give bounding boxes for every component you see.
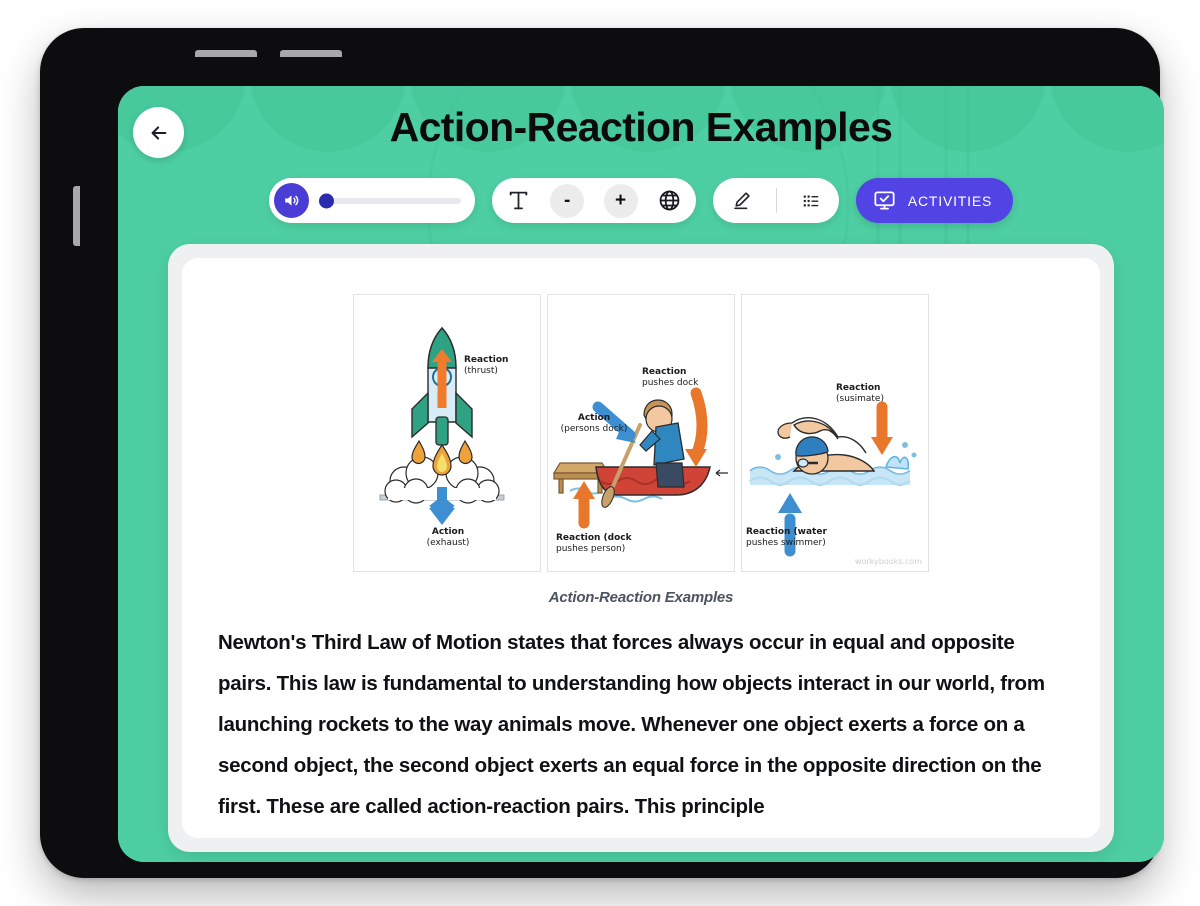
app-header: Action-Reaction Examples [118, 86, 1164, 246]
monitor-check-icon [874, 191, 895, 210]
list-view-icon [803, 195, 818, 206]
back-button[interactable] [133, 107, 184, 158]
decrease-text-size-button[interactable]: - [550, 183, 585, 218]
text-format-icon [509, 191, 528, 210]
figure-label: Action(exhaust) [426, 527, 470, 548]
reader-toolbar: - + [118, 178, 1164, 223]
lesson-body-paragraph: Newton's Third Law of Motion states that… [218, 631, 1045, 818]
arrow-left-icon [151, 125, 166, 140]
activities-label: ACTIVITIES [907, 192, 993, 209]
globe-icon [659, 190, 680, 211]
figure-panels: Reaction(thrust) Action(exhaust) [218, 294, 1064, 572]
increase-text-size-button[interactable]: + [603, 183, 638, 218]
content-card-inner: Reaction(thrust) Action(exhaust) [182, 258, 1100, 838]
language-button[interactable] [657, 188, 682, 213]
audio-control-group [268, 178, 475, 223]
figure-block: Reaction(thrust) Action(exhaust) [218, 294, 1064, 606]
content-card-outer: Reaction(thrust) Action(exhaust) [168, 244, 1114, 852]
swimmer-in-water-illustration-icon [749, 401, 917, 557]
page-title: Action-Reaction Examples [389, 104, 893, 150]
tools-divider [775, 188, 777, 213]
pen-edit-icon [734, 192, 750, 210]
text-size-control-group: - + [491, 178, 696, 223]
volume-slider[interactable] [318, 193, 461, 208]
hardware-volume-up-button[interactable] [195, 50, 257, 57]
activities-button[interactable]: ACTIVITIES [855, 178, 1014, 223]
figure-panel-rocket: Reaction(thrust) Action(exhaust) [353, 294, 541, 572]
list-view-button[interactable] [800, 190, 822, 212]
speaker-volume-icon [285, 195, 299, 206]
hardware-power-button[interactable] [73, 186, 80, 246]
pen-tool-button[interactable] [730, 189, 753, 212]
figure-label: Reaction(susimate) [836, 383, 884, 404]
tools-control-group [712, 178, 839, 223]
person-rowing-boat-illustration-icon [552, 387, 728, 529]
figure-caption: Action-Reaction Examples [548, 589, 734, 606]
tablet-frame: Action-Reaction Examples [40, 28, 1164, 878]
rocket-launch-illustration-icon [379, 326, 505, 525]
figure-watermark: workybooks.com [854, 557, 922, 566]
figure-label: Action(persons dock) [560, 413, 628, 434]
tablet-screen: Action-Reaction Examples [118, 86, 1164, 862]
hardware-volume-down-button[interactable] [280, 50, 342, 57]
speaker-play-button[interactable] [273, 183, 309, 218]
text-format-button[interactable] [506, 188, 531, 213]
figure-label: Reaction(thrust) [464, 355, 509, 376]
volume-slider-thumb[interactable] [318, 193, 334, 208]
